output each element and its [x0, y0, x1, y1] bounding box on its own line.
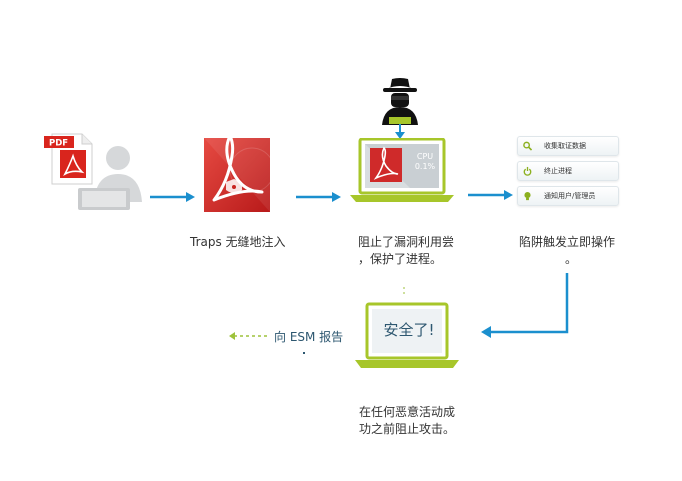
- safe-laptop: [355, 302, 459, 368]
- traps-acrobat-box: [204, 134, 274, 212]
- flow-arrow-2: [296, 192, 341, 202]
- block-caption-line-1: 阻止了漏洞利用尝: [358, 235, 455, 249]
- safe-caption-line-1: 在任何恶意活动成: [359, 405, 456, 419]
- traps-caption: Traps 无缝地注入: [190, 235, 286, 249]
- protected-laptop: [350, 138, 454, 202]
- shield-icon: [226, 179, 242, 193]
- power-icon: [523, 166, 532, 176]
- action-label-terminate-process: 终止进程: [544, 167, 572, 175]
- hacker-arrow: [395, 124, 405, 139]
- block-caption: 阻止了漏洞利用尝 ，保护了进程。: [358, 234, 454, 268]
- hacker-icon: [382, 78, 418, 125]
- action-label-collect-forensics: 收集取证数据: [544, 142, 586, 150]
- dotted-tick: [403, 287, 405, 297]
- bulb-icon: [524, 192, 531, 201]
- safe-caption-line-2: 功之前阻止攻击。: [359, 422, 456, 436]
- trap-caption: 陷阱触发立即操作 。: [519, 234, 615, 268]
- action-label-notify-user: 通知用户/管理员: [544, 192, 596, 200]
- cpu-value: 0.1%: [414, 162, 436, 171]
- trap-caption-line-2: 。: [565, 252, 578, 266]
- action-pill-terminate-process: 终止进程: [517, 161, 619, 181]
- report-dot: [303, 352, 305, 354]
- flow-arrow-3: [468, 190, 513, 200]
- trap-caption-line-1: 陷阱触发立即操作: [519, 235, 616, 249]
- cpu-readout: CPU 0.1%: [410, 152, 440, 172]
- block-caption-line-2: ，保护了进程。: [358, 252, 443, 266]
- action-pill-notify-user: 通知用户/管理员: [517, 186, 619, 206]
- safe-caption: 在任何恶意活动成 功之前阻止攻击。: [359, 404, 455, 438]
- action-pill-collect-forensics: 收集取证数据: [517, 136, 619, 156]
- acrobat-mini-icon: [370, 146, 402, 182]
- safe-text: 安全了!: [383, 321, 435, 339]
- flow-arrow-1: [150, 192, 195, 202]
- acrobat-logo-icon: [212, 134, 264, 202]
- report-arrow: [229, 332, 268, 340]
- return-arrow: [481, 273, 569, 338]
- pdf-user-illustration: PDF: [44, 133, 142, 210]
- pdf-document-icon: [44, 133, 93, 185]
- cpu-label: CPU: [416, 152, 434, 161]
- magnifier-icon: [523, 141, 532, 151]
- report-label: 向 ESM 报告: [274, 330, 344, 344]
- pdf-label: PDF: [49, 139, 68, 149]
- user-silhouette-icon: [78, 146, 142, 210]
